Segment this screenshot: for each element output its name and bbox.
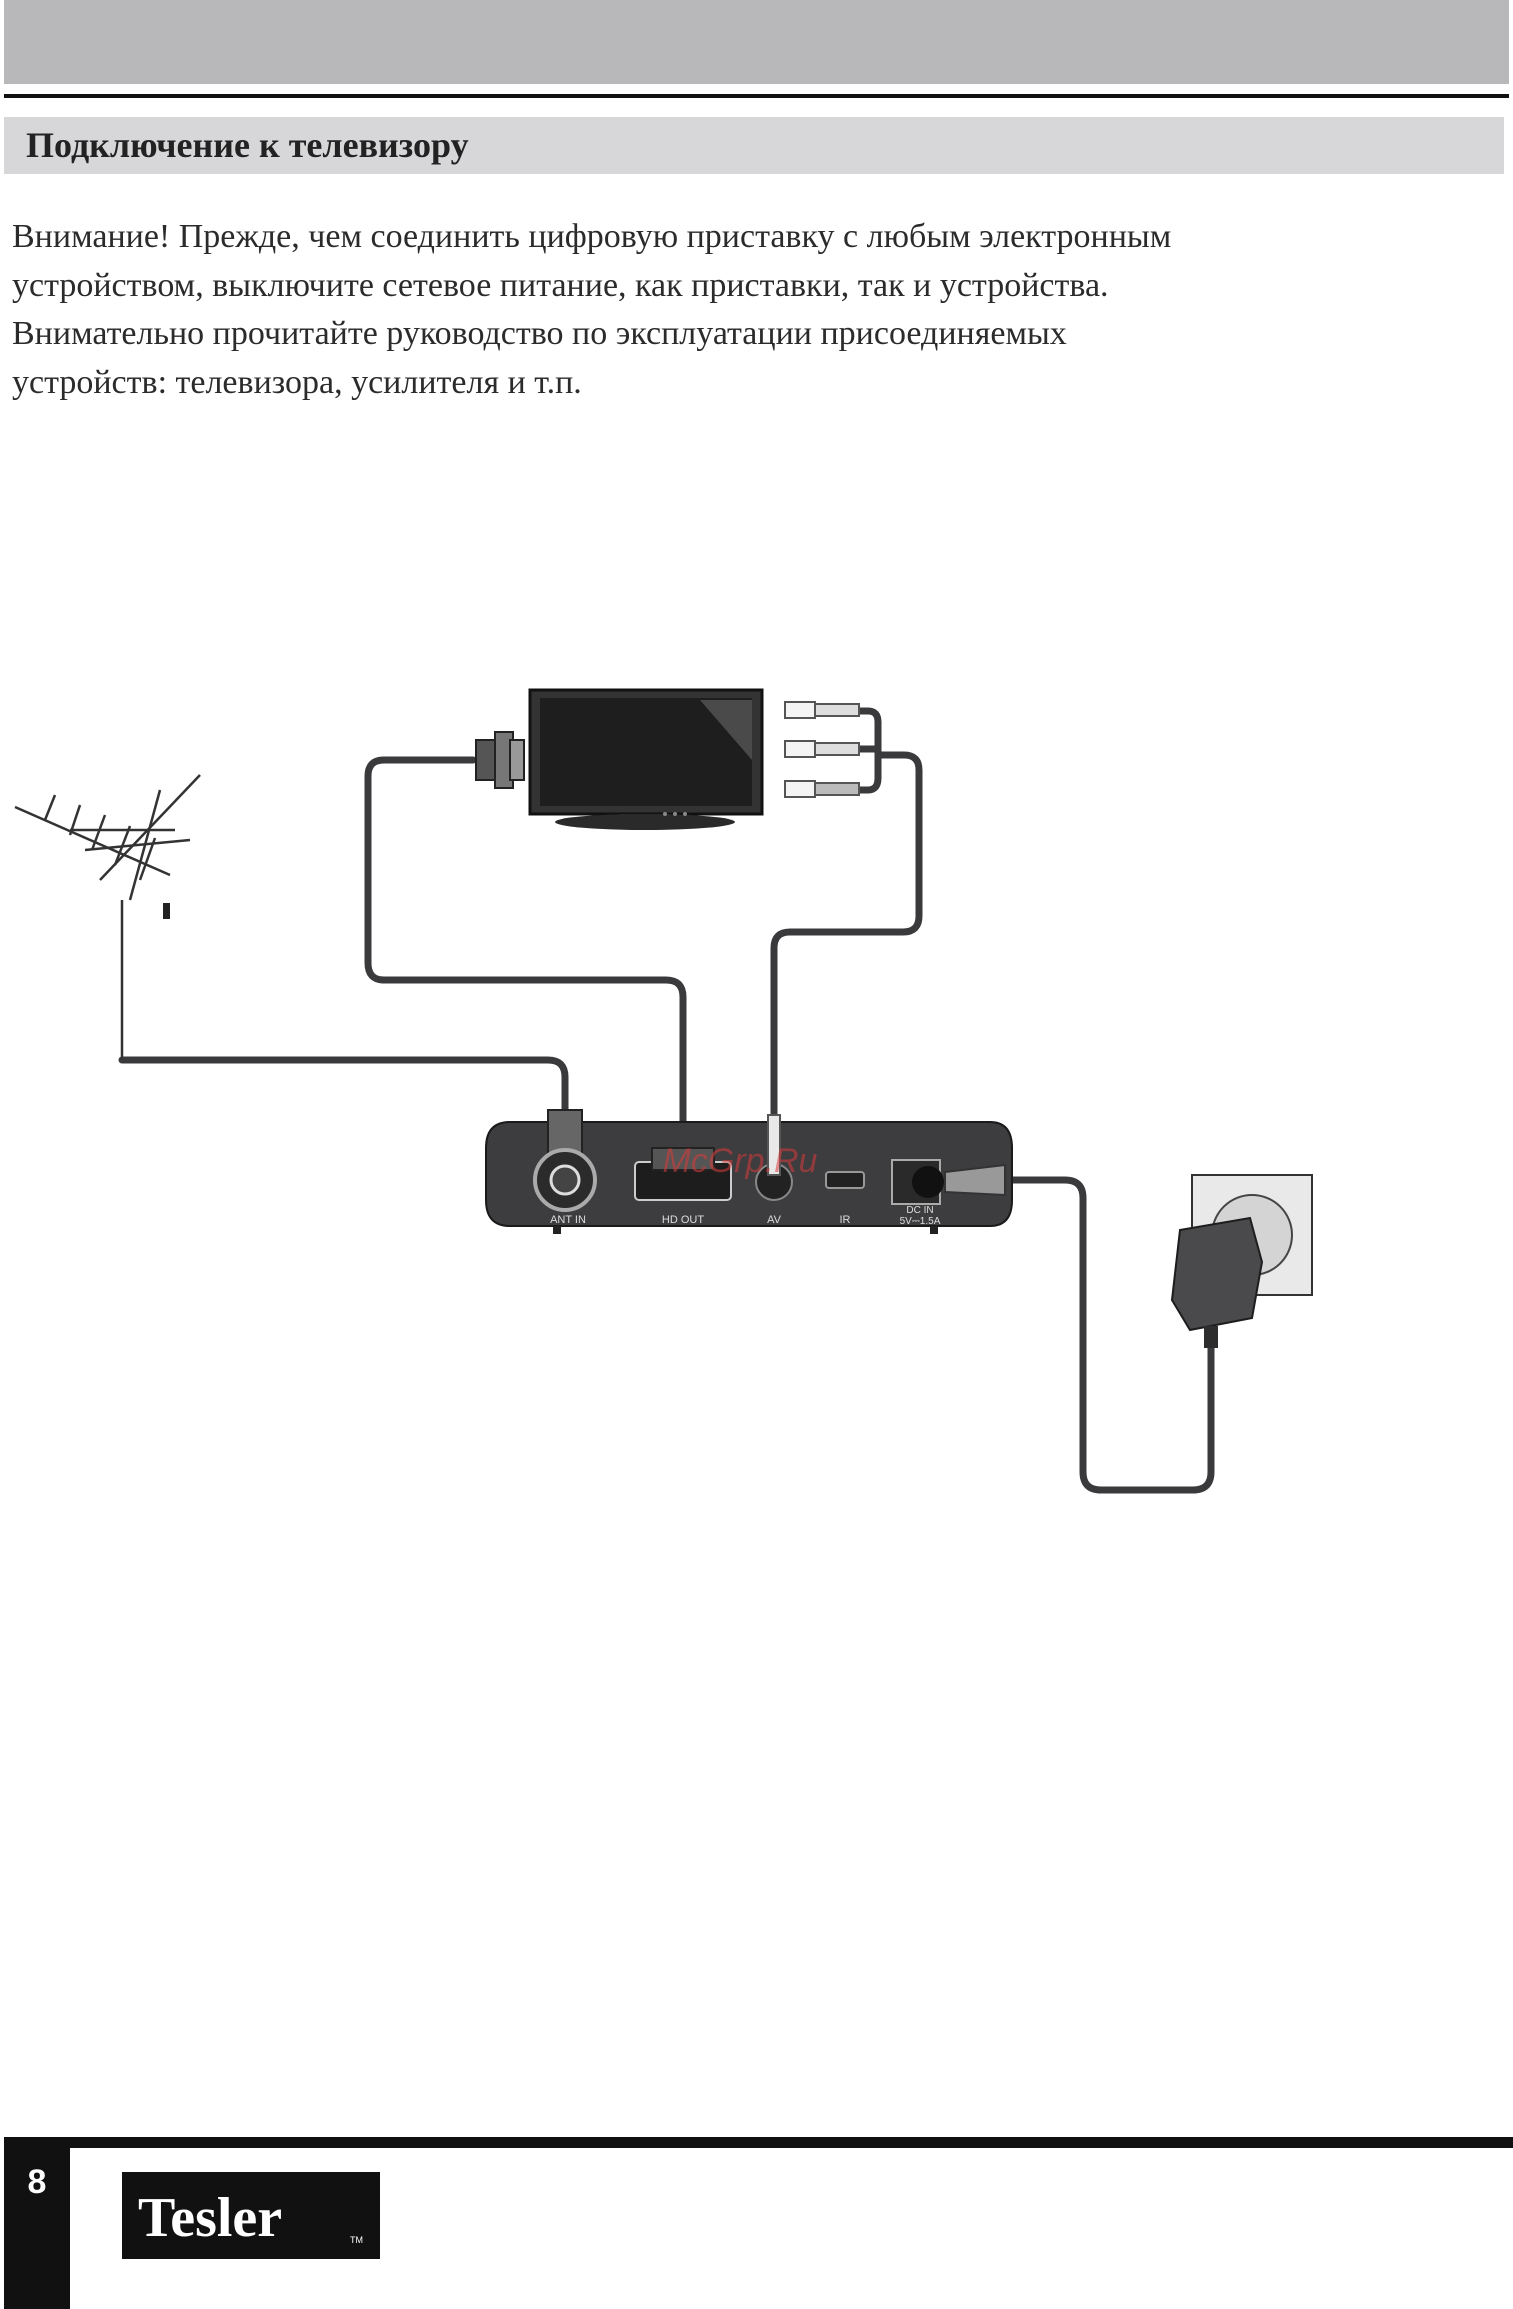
page-number: 8 (27, 2163, 47, 2201)
logo-text: Tesler (138, 2187, 282, 2249)
port-label-av: AV (767, 1214, 782, 1226)
port-label-dc-rating: 5V⎓1.5A (900, 1216, 941, 1227)
header-band (4, 0, 1509, 84)
page-number-tab (4, 2148, 70, 2309)
hdmi-cable (364, 756, 687, 1139)
footer-rule (4, 2137, 1513, 2148)
tv-icon (528, 688, 764, 830)
antenna-cable (118, 1056, 569, 1124)
warning-line: Внимание! Прежде, чем соединить цифровую… (12, 218, 1172, 255)
port-label-hd-out: HD OUT (662, 1214, 704, 1226)
port-label-ant-in: ANT IN (550, 1214, 586, 1226)
rca-split-1 (852, 707, 882, 759)
watermark: McGrp.Ru (663, 1142, 818, 1180)
power-adapter-icon (1170, 1216, 1264, 1348)
port-label-ir: IR (840, 1214, 851, 1226)
warning-line: Внимательно прочитайте руководство по эк… (12, 315, 1067, 352)
section-title: Подключение к телевизору (4, 117, 1504, 174)
antenna-icon (14, 774, 201, 1060)
cables (118, 707, 1215, 1494)
power-cable (996, 1176, 1215, 1494)
hdmi-plug-icon (475, 731, 525, 789)
rca-cable (770, 751, 923, 1134)
rca-plugs-icon (784, 701, 860, 798)
tesler-logo: Tesler TM (122, 2172, 380, 2259)
logo-trademark: TM (350, 2235, 363, 2245)
rca-split-3 (852, 751, 882, 794)
header-rule (4, 94, 1509, 98)
warning-paragraph: Внимание! Прежде, чем соединить цифровую… (12, 213, 1492, 407)
set-top-box-icon: ANT IN HD OUT AV IR DC IN 5V⎓1.5A (485, 1109, 1013, 1234)
connection-diagram: ANT IN HD OUT AV IR DC IN 5V⎓1.5A McGrp.… (14, 688, 1313, 1494)
port-label-dc-in: DC IN (906, 1205, 933, 1216)
warning-line: устройством, выключите сетевое питание, … (12, 266, 1109, 304)
warning-line: устройств: телевизора, усилителя и т.п. (12, 363, 582, 401)
